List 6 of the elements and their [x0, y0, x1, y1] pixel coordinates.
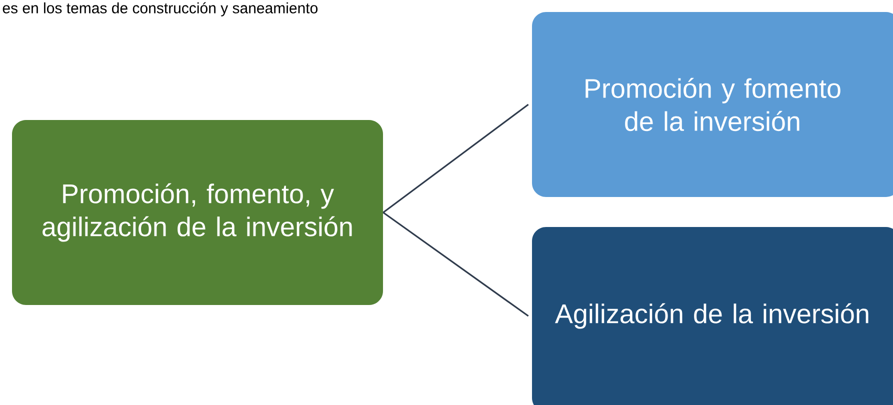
connector-line — [382, 212, 529, 317]
process-box: Agilización de la inversión — [532, 227, 893, 405]
connector-line — [382, 104, 529, 214]
process-box: Promoción y fomento de la inversión — [532, 12, 893, 197]
heading-text: es en los temas de construcción y saneamiento — [2, 2, 318, 16]
process-box: Promoción, fomento, y agilización de la inversión — [12, 120, 383, 305]
